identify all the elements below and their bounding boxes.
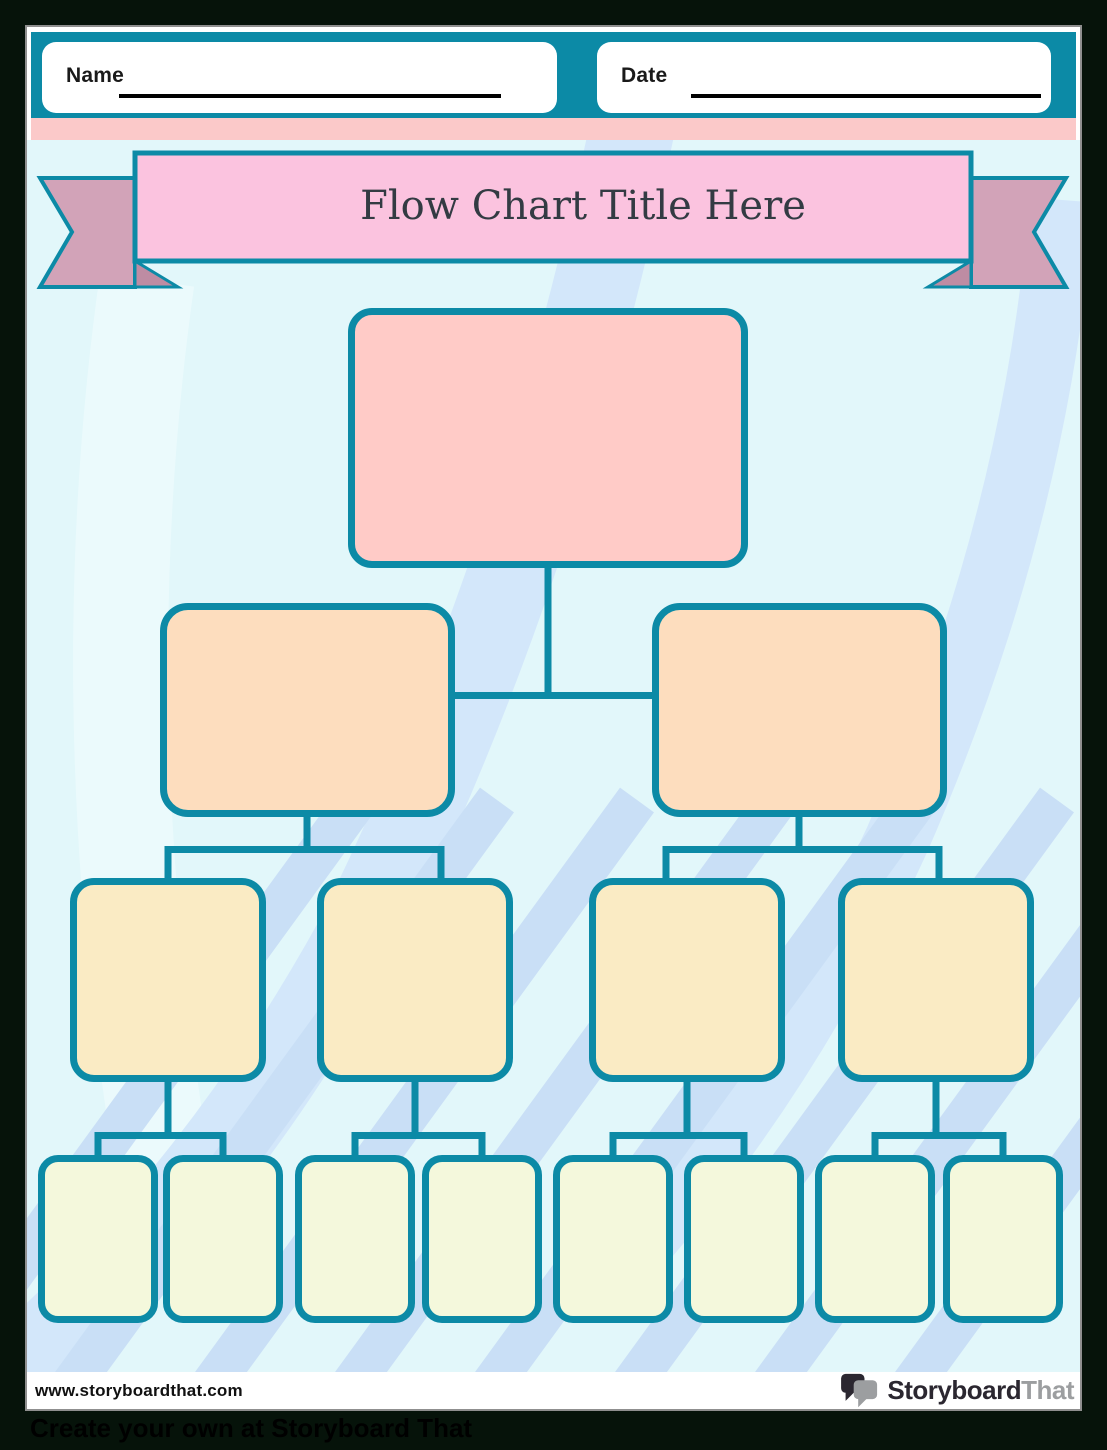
ribbon-fold-left: [133, 258, 184, 289]
flowchart-box-level4-5[interactable]: [553, 1155, 673, 1323]
title-banner: [36, 150, 1070, 289]
name-write-in-line[interactable]: [119, 94, 501, 98]
tree-connectors: [94, 561, 1007, 1166]
flowchart-box-level4-1[interactable]: [38, 1155, 158, 1323]
date-write-in-line[interactable]: [691, 94, 1041, 98]
flowchart-area: [27, 140, 1080, 1372]
flowchart-box-level4-8[interactable]: [943, 1155, 1063, 1323]
ribbon-band: [132, 150, 974, 264]
flowchart-box-level1[interactable]: [348, 308, 748, 568]
page-footer: www.storyboardthat.com StoryboardThat: [27, 1372, 1080, 1409]
connector-level2a-children: [164, 810, 445, 888]
connector-level3c-children: [609, 1078, 748, 1166]
connector-level1-level2: [448, 561, 659, 699]
flowchart-box-level4-6[interactable]: [684, 1155, 804, 1323]
speech-bubbles-icon: [841, 1373, 878, 1407]
flowchart-box-level4-3[interactable]: [295, 1155, 415, 1323]
flowchart-box-level3-4[interactable]: [838, 878, 1034, 1082]
watermark-url: www.storyboardthat.com: [35, 1380, 243, 1400]
flow-chart-title[interactable]: Flow Chart Title Here: [360, 183, 806, 229]
connector-level3a-children: [94, 1078, 227, 1166]
connector-level3b-children: [351, 1078, 486, 1166]
date-field: Date: [597, 42, 1051, 113]
flowchart-box-level3-1[interactable]: [70, 878, 266, 1082]
name-field: Name: [42, 42, 557, 113]
header-bar: Name Date: [31, 32, 1076, 118]
flowchart-box-level4-7[interactable]: [815, 1155, 935, 1323]
flowchart-box-level3-2[interactable]: [317, 878, 513, 1082]
name-label: Name: [66, 64, 124, 87]
flowchart-box-level2-2[interactable]: [652, 603, 947, 817]
flowchart-box-level4-4[interactable]: [422, 1155, 542, 1323]
date-label: Date: [621, 64, 668, 87]
connector-level2b-children: [662, 810, 943, 888]
connector-level3d-children: [871, 1078, 1007, 1166]
ribbon-tail-left: [36, 176, 137, 289]
flowchart-box-level2-1[interactable]: [160, 603, 455, 817]
flowchart-box-level4-2[interactable]: [163, 1155, 283, 1323]
ribbon-fold-right: [922, 258, 973, 289]
storyboardthat-logo: StoryboardThat: [840, 1373, 1074, 1409]
logo-wordmark: StoryboardThat: [887, 1375, 1074, 1405]
create-your-own-caption: Create your own at Storyboard That: [30, 1413, 473, 1443]
pink-accent-strip: [31, 118, 1076, 140]
flowchart-box-level3-3[interactable]: [589, 878, 785, 1082]
